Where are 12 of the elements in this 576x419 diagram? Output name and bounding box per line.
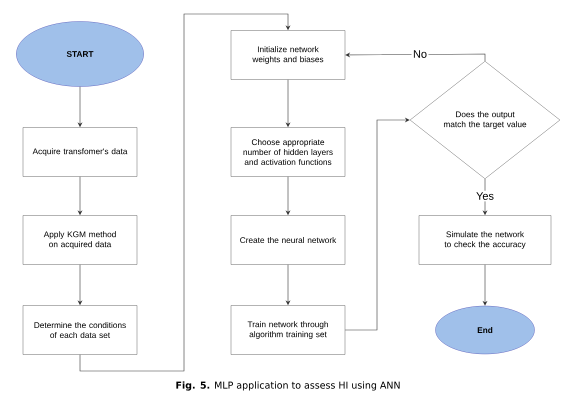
- process-box: Simulate the network to check the accuracy: [418, 215, 552, 265]
- process-box: Acquire transfomer's data: [22, 127, 138, 177]
- edge-label: Yes: [474, 190, 496, 202]
- process-box: Choose appropriate number of hidden layers and activation functions: [230, 127, 346, 177]
- process-box: Train network through algorithm training set: [230, 305, 346, 355]
- process-box: Initialize network weights and biases: [230, 30, 346, 80]
- process-box: Apply KGM method on acquired data: [22, 215, 138, 265]
- process-box: Create the neural network: [230, 215, 346, 265]
- caption: Fig. 5. MLP application to assess HI using ANN: [176, 381, 400, 391]
- arrow: [80, 14, 291, 372]
- edge-label: No: [412, 48, 428, 60]
- process-box: Determine the conditions of each data set: [22, 305, 138, 355]
